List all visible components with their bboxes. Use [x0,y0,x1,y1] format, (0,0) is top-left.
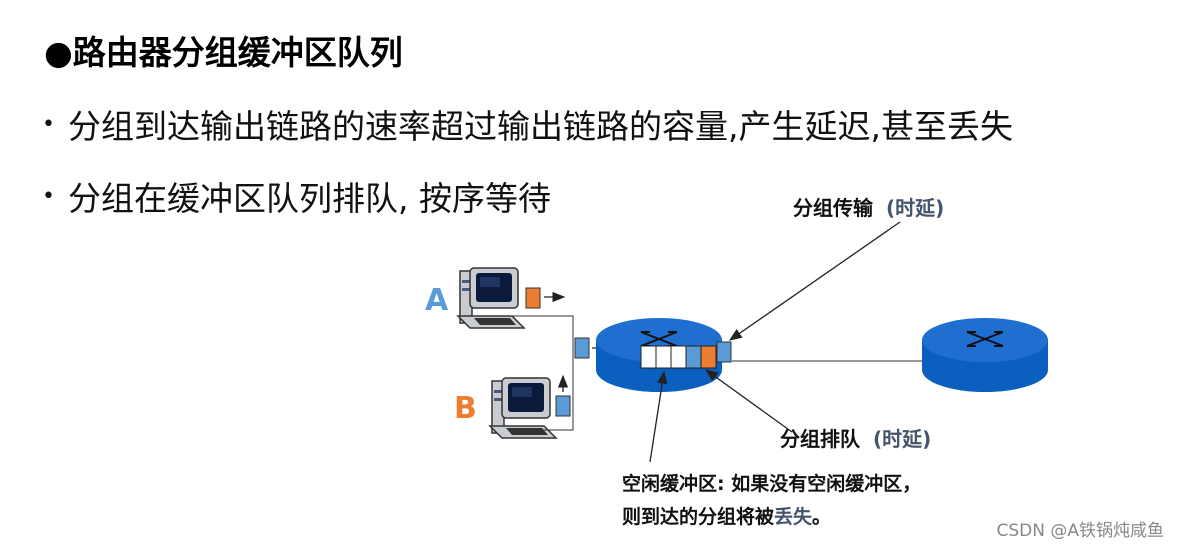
computer-b-icon [488,377,558,439]
bullet-text: 分组到达输出链路的速率超过输出链路的容量,产生延迟,甚至丢失 [68,107,1013,146]
router-2-icon [922,318,1048,392]
access-links [512,315,574,431]
bullet-item: • 分组到达输出链路的速率超过输出链路的容量,产生延迟,甚至丢失 [42,100,1013,148]
free-buffer-line2: 则到达的分组将被丢失。 [622,505,831,528]
packet-b [555,395,571,417]
computer-a-icon [456,267,526,329]
slide-title: ●路由器分组缓冲区队列 [44,33,403,72]
free-buffer-pointer [649,370,668,463]
queueing-label: 分组排队 (时延) [780,427,931,451]
queued-packet [700,345,717,369]
free-buffer-line2-prefix: 则到达的分组将被 [622,505,774,528]
free-buffer-slot [640,345,657,369]
free-buffer-slot [655,345,672,369]
incoming-packet [574,337,590,359]
queueing-delay: (时延) [873,427,931,451]
output-queue [640,345,717,369]
bullet-marker: • [42,184,55,209]
host-a-label: A [425,283,449,318]
queued-packet [685,345,702,369]
queueing-text: 分组排队 [780,427,861,451]
transmission-label: 分组传输 (时延) [793,196,944,220]
transmission-text: 分组传输 [793,196,874,220]
bullet-marker: • [42,112,55,137]
transmitting-packet [716,341,732,363]
host-b-label: B [454,391,477,426]
transmission-pointer [728,221,901,341]
free-buffer-slot [670,345,687,369]
bullet-item: • 分组在缓冲区队列排队, 按序等待 [42,172,551,220]
transmission-delay: (时延) [886,196,944,220]
free-buffer-line1: 空闲缓冲区: 如果没有空闲缓冲区， [622,472,921,495]
free-buffer-highlight: 丢失 [774,505,813,528]
free-buffer-line2-suffix: 。 [812,506,831,528]
watermark: CSDN @A铁锅炖咸鱼 [996,521,1164,541]
queueing-pointer [704,369,793,433]
bullet-text: 分组在缓冲区队列排队, 按序等待 [68,179,551,218]
packet-a [525,287,541,309]
